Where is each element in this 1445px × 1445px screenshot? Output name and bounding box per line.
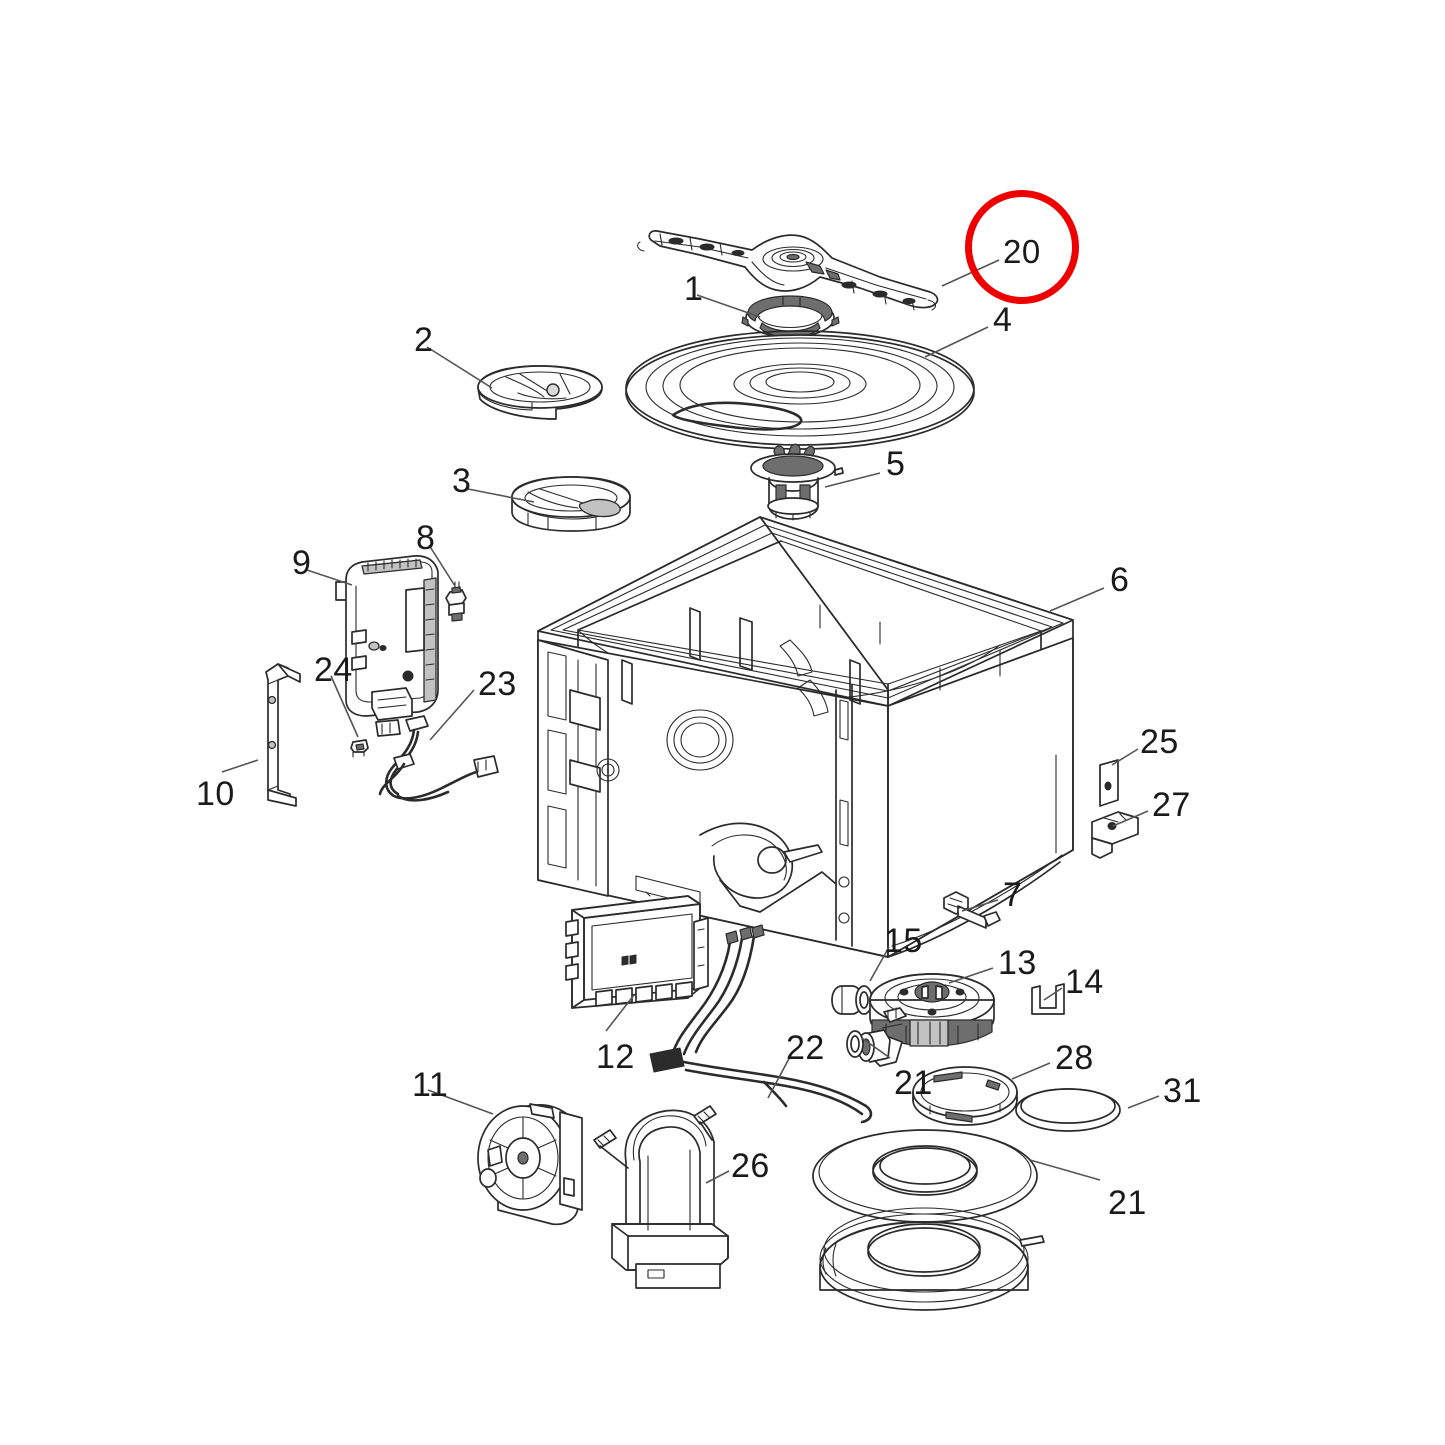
leader-line-12: [605, 994, 635, 1032]
callout-label-3: 3: [452, 462, 472, 500]
leader-line-27: [1112, 810, 1149, 827]
callout-label-26: 26: [731, 1147, 770, 1185]
sump-cover-partial: [819, 1207, 1045, 1311]
leader-line-25: [1111, 748, 1139, 766]
callout-label-21-b: 21: [1108, 1184, 1147, 1222]
callout-label-15: 15: [884, 922, 923, 960]
part-10-side-rail: [265, 663, 301, 807]
part-8-sensor: [445, 581, 467, 622]
leader-line-26: [705, 1170, 730, 1184]
part-13-heater-pump: [857, 973, 995, 1067]
leader-line-7: [961, 899, 999, 912]
callout-label-12: 12: [596, 1038, 635, 1076]
callout-label-4: 4: [993, 301, 1013, 339]
part-3-fine-filter: [511, 476, 631, 532]
callout-label-22: 22: [786, 1029, 825, 1067]
callout-label-5: 5: [886, 445, 906, 483]
part-6-tub: [537, 516, 1074, 958]
leader-line-23: [429, 689, 475, 741]
leader-line-28: [1011, 1062, 1051, 1080]
part-12-control-board: [565, 895, 709, 1009]
part-4-filter-plate: [625, 330, 975, 450]
highlight-circle-part-20: [965, 190, 1079, 304]
leader-line-14: [1043, 987, 1063, 1001]
leader-line-10: [221, 759, 259, 773]
callout-label-23: 23: [478, 665, 517, 703]
leader-line-31: [1127, 1095, 1160, 1109]
leader-line-21: [1029, 1159, 1101, 1181]
part-28-retaining-ring: [912, 1066, 1018, 1126]
callout-label-11: 11: [412, 1066, 449, 1104]
callout-label-1: 1: [684, 270, 704, 308]
part-23-wire-harness: [378, 715, 499, 802]
callout-label-24: 24: [314, 651, 353, 689]
part-21-large-gasket: [812, 1129, 1038, 1223]
part-27-angle-bracket: [1091, 811, 1139, 859]
callout-label-6: 6: [1110, 561, 1130, 599]
part-11-drain-pump: [477, 1103, 583, 1226]
callout-label-14: 14: [1065, 963, 1104, 1001]
callout-label-28: 28: [1055, 1039, 1094, 1077]
callout-label-10: 10: [196, 775, 235, 813]
part-9-dispenser: [335, 555, 439, 737]
leader-line-3: [467, 488, 535, 503]
part-2-filter-frame: [477, 365, 603, 420]
callout-label-25: 25: [1140, 723, 1179, 761]
leader-line-2: [426, 346, 493, 389]
part-14-u-clip: [1031, 983, 1065, 1015]
part-20-spray-arm: [637, 230, 939, 311]
callout-label-8: 8: [416, 519, 436, 557]
leader-line-15: [869, 946, 890, 982]
leader-line-11: [427, 1089, 494, 1115]
callout-label-2: 2: [414, 321, 434, 359]
part-5-sump-filter: [750, 443, 844, 521]
part-21-small-oring: [846, 1030, 864, 1058]
callout-label-7: 7: [1003, 876, 1023, 914]
callout-label-13: 13: [998, 944, 1037, 982]
part-25-flat-bracket: [1099, 759, 1119, 807]
part-22-wiring-loom: [649, 924, 873, 1124]
part-24-clip: [350, 739, 369, 758]
leader-line-1: [696, 294, 761, 318]
leader-line-21: [861, 1037, 891, 1059]
part-7-mounting-pin: [943, 891, 1001, 929]
part-15-grommet: [831, 985, 873, 1015]
callout-label-31: 31: [1163, 1072, 1202, 1110]
callout-label-9: 9: [292, 544, 312, 582]
part-26-motor-bracket: [593, 1105, 729, 1289]
callout-label-21-a: 21: [894, 1064, 933, 1102]
leader-line-4: [924, 326, 989, 358]
part-1-retainer-ring: [741, 295, 840, 338]
leader-line-13: [948, 967, 994, 984]
part-31-oring-seal: [1015, 1088, 1121, 1132]
leader-line-22: [767, 1052, 793, 1099]
leader-line-6: [1049, 587, 1105, 612]
callout-label-20: 20: [1003, 233, 1041, 270]
leader-line-8: [428, 544, 456, 587]
callout-leader-lines: [221, 259, 1160, 1184]
leader-line-24: [330, 675, 359, 738]
leader-line-5: [824, 472, 881, 488]
leader-line-9: [306, 569, 353, 586]
callout-label-27: 27: [1152, 786, 1191, 824]
